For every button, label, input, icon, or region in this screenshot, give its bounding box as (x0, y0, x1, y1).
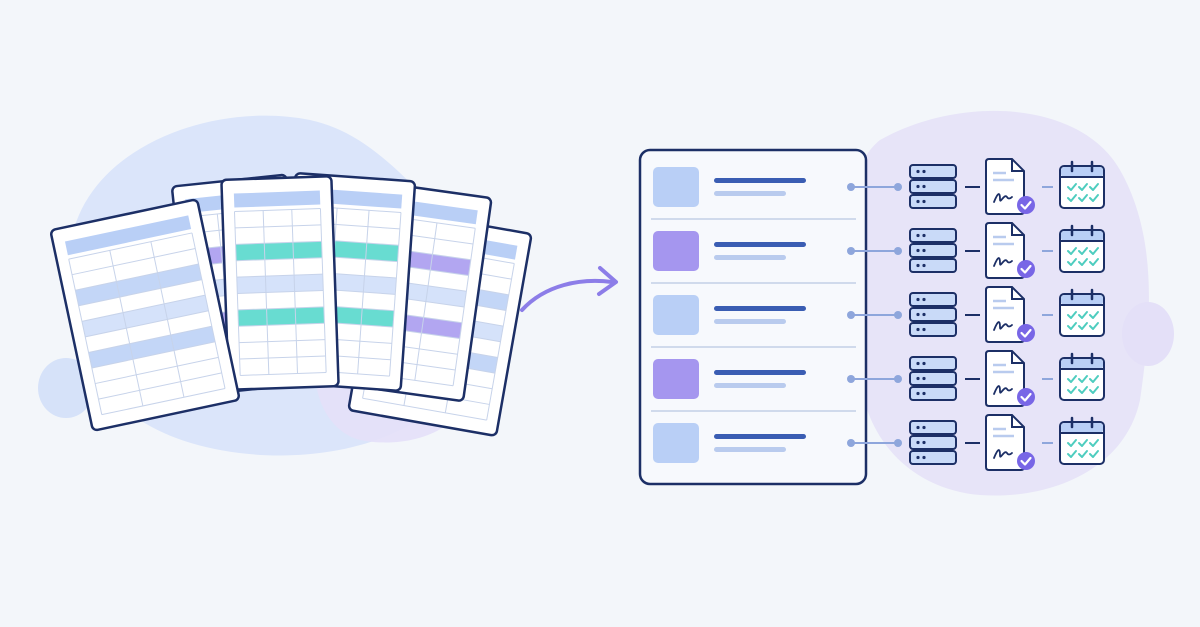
list-row (651, 231, 902, 284)
row-subtitle-line (714, 255, 786, 260)
row-thumbnail (653, 295, 699, 335)
signed-document-icon (985, 222, 1035, 279)
row-thumbnail (653, 167, 699, 207)
row-thumbnail (653, 423, 699, 463)
row-title-line (714, 242, 806, 247)
row-subtitle-line (714, 191, 786, 196)
server-icon (909, 292, 957, 337)
calendar-check-icon (1059, 288, 1105, 337)
row-title-line (714, 370, 806, 375)
row-subtitle-line (714, 447, 786, 452)
row-icon-grid (909, 158, 1105, 471)
server-icon (909, 164, 957, 209)
list-row (651, 167, 902, 220)
row-subtitle-line (714, 383, 786, 388)
list-row (651, 359, 902, 412)
row-title-line (714, 306, 806, 311)
calendar-check-icon (1059, 224, 1105, 273)
calendar-check-icon (1059, 160, 1105, 209)
connector-dot (894, 247, 902, 255)
connector-dot (847, 375, 855, 383)
server-icon (909, 228, 957, 273)
curved-arrow-icon (520, 266, 618, 312)
spreadsheet-stack (50, 172, 533, 437)
signed-document-icon (985, 158, 1035, 215)
connector-dot (894, 439, 902, 447)
connector-dot (847, 311, 855, 319)
small-blob-right (1122, 302, 1174, 366)
connector-dot (847, 183, 855, 191)
connector-dot (894, 311, 902, 319)
row-title-line (714, 178, 806, 183)
calendar-check-icon (1059, 416, 1105, 465)
connector-dot (894, 183, 902, 191)
row-subtitle-line (714, 319, 786, 324)
list-row (653, 423, 902, 463)
server-icon (909, 356, 957, 401)
signed-document-icon (985, 286, 1035, 343)
spreadsheet-sheet (50, 198, 240, 432)
connector-dot (847, 439, 855, 447)
spreadsheet-sheet (220, 175, 340, 391)
connector-dot (847, 247, 855, 255)
row-thumbnail (653, 231, 699, 271)
server-icon (909, 420, 957, 465)
signed-document-icon (985, 350, 1035, 407)
list-row (651, 295, 902, 348)
calendar-check-icon (1059, 352, 1105, 401)
structured-record-list (638, 148, 902, 486)
row-thumbnail (653, 359, 699, 399)
row-title-line (714, 434, 806, 439)
signed-document-icon (985, 414, 1035, 471)
connector-dot (894, 375, 902, 383)
